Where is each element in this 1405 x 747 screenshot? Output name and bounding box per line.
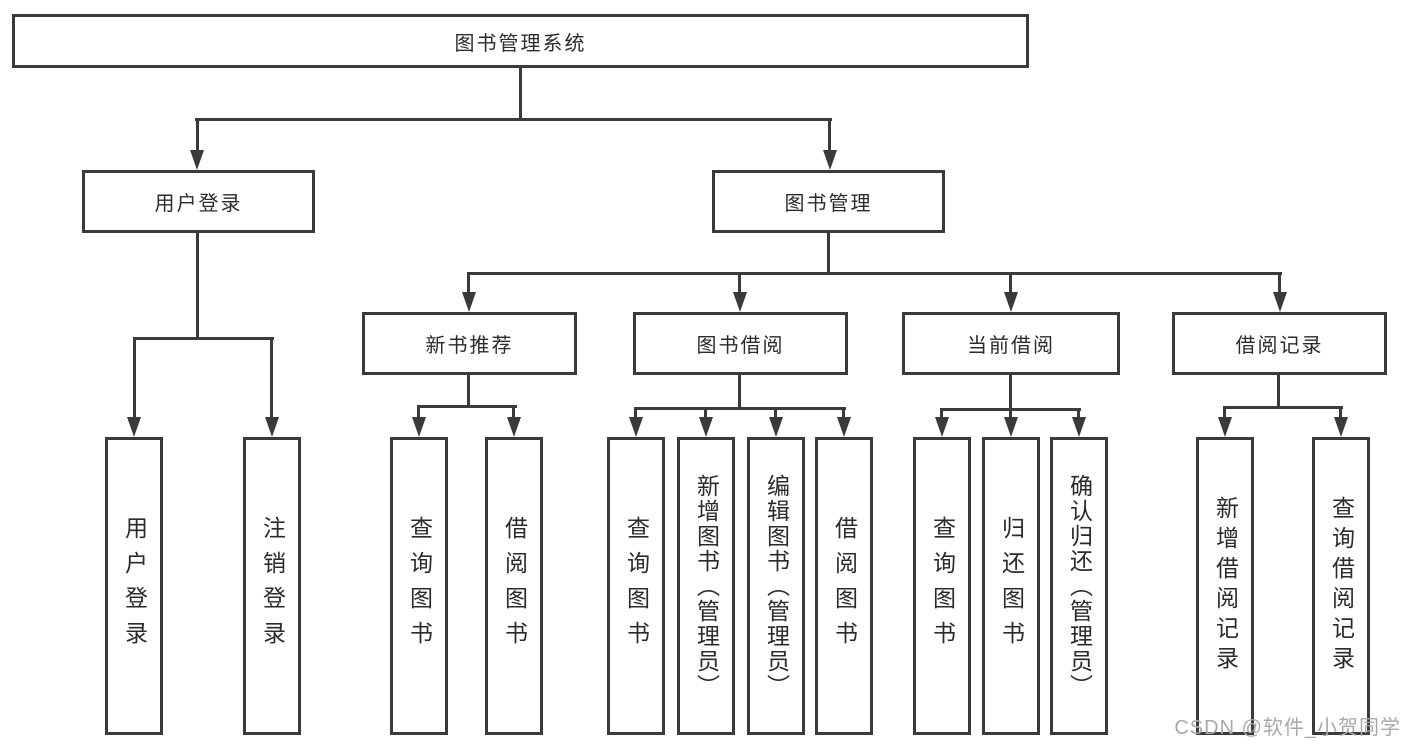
connector-line [1009, 272, 1012, 298]
arrow-down-icon [1004, 292, 1018, 312]
arrow-down-icon [127, 417, 141, 437]
connector-line [519, 68, 522, 120]
arrow-down-icon [265, 417, 279, 437]
leaf-label: 查询图书 [623, 516, 650, 656]
connector-line [1278, 272, 1281, 298]
connector-line [467, 272, 1282, 275]
connector-line [774, 407, 777, 423]
leaf-add-borrow-record: 新增借阅记录 [1196, 437, 1254, 735]
csdn-watermark: CSDN @软件_小贺同学 [1174, 717, 1401, 739]
connector-line [467, 272, 470, 298]
connector-line [196, 118, 199, 156]
leaf-query-borrow-record: 查询借阅记录 [1312, 437, 1370, 735]
leaf-user-login: 用户登录 [105, 437, 163, 735]
connector-line [1009, 408, 1012, 423]
leaf-label: 查询图书 [929, 516, 956, 656]
connector-line [634, 407, 846, 410]
leaf-label: 确认归还（管理员） [1066, 473, 1093, 699]
node-label: 图书借阅 [696, 335, 785, 357]
connector-line [1009, 375, 1012, 410]
leaf-label: 查询借阅记录 [1328, 496, 1355, 676]
connector-line [1077, 408, 1080, 423]
connector-line [417, 405, 420, 423]
connector-line [738, 272, 741, 298]
node-label: 当前借阅 [967, 335, 1055, 357]
node-current-borrowing: 当前借阅 [902, 312, 1120, 375]
node-label: 用户登录 [154, 193, 243, 215]
arrow-down-icon [769, 417, 783, 437]
leaf-label: 新增借阅记录 [1212, 496, 1239, 676]
arrow-down-icon [1334, 417, 1348, 437]
leaf-borrow-books-recommend: 借阅图书 [485, 437, 543, 735]
node-user-login: 用户登录 [82, 170, 315, 233]
connector-line [512, 405, 515, 423]
arrow-down-icon [507, 417, 521, 437]
node-borrowing-records: 借阅记录 [1172, 312, 1387, 375]
arrow-down-icon [190, 150, 204, 170]
arrow-down-icon [462, 292, 476, 312]
connector-line [738, 375, 741, 409]
connector-line [270, 337, 273, 423]
arrow-down-icon [823, 150, 837, 170]
connector-line [133, 337, 136, 423]
node-label: 图书管理系统 [454, 32, 587, 55]
leaf-label: 归还图书 [998, 516, 1025, 656]
leaf-borrow-books-borrow: 借阅图书 [815, 437, 873, 735]
leaf-label: 用户登录 [121, 516, 148, 656]
leaf-confirm-return-admin: 确认归还（管理员） [1050, 437, 1108, 735]
leaf-query-books-current: 查询图书 [913, 437, 971, 735]
connector-line [704, 407, 707, 423]
arrow-down-icon [1004, 417, 1018, 437]
leaf-return-books: 归还图书 [982, 437, 1040, 735]
node-label: 新书推荐 [425, 335, 514, 357]
connector-line [940, 408, 943, 423]
node-book-borrowing: 图书借阅 [633, 312, 848, 375]
arrow-down-icon [1072, 417, 1086, 437]
arrow-down-icon [1218, 417, 1232, 437]
leaf-label: 编辑图书（管理员） [763, 473, 790, 699]
connector-line [467, 375, 470, 407]
arrow-down-icon [837, 417, 851, 437]
connector-line [417, 405, 517, 408]
connector-line [196, 233, 199, 340]
node-label: 借阅记录 [1235, 335, 1324, 357]
connector-line [827, 232, 830, 274]
connector-line [1223, 406, 1226, 423]
leaf-edit-book-admin: 编辑图书（管理员） [747, 437, 805, 735]
leaf-label: 注销登录 [259, 516, 286, 656]
node-library-management-system: 图书管理系统 [12, 14, 1029, 68]
connector-line [1223, 406, 1343, 409]
node-new-book-recommendation: 新书推荐 [362, 312, 577, 375]
connector-line [1339, 406, 1342, 423]
connector-line [828, 118, 831, 156]
node-book-management: 图书管理 [712, 170, 945, 233]
connector-line [842, 407, 845, 423]
connector-line [1277, 375, 1280, 408]
leaf-label: 查询图书 [406, 516, 433, 656]
leaf-query-books-recommend: 查询图书 [390, 437, 448, 735]
leaf-label: 新增图书（管理员） [693, 473, 720, 699]
leaf-logout: 注销登录 [243, 437, 301, 735]
arrow-down-icon [699, 417, 713, 437]
connector-line [133, 337, 274, 340]
leaf-label: 借阅图书 [831, 516, 858, 656]
leaf-label: 借阅图书 [501, 516, 528, 656]
arrow-down-icon [412, 417, 426, 437]
leaf-add-book-admin: 新增图书（管理员） [677, 437, 735, 735]
leaf-query-books-borrow: 查询图书 [607, 437, 665, 735]
arrow-down-icon [935, 417, 949, 437]
connector-line [634, 407, 637, 423]
arrow-down-icon [629, 417, 643, 437]
arrow-down-icon [1273, 292, 1287, 312]
node-label: 图书管理 [784, 193, 873, 215]
arrow-down-icon [733, 292, 747, 312]
connector-line [195, 118, 832, 121]
